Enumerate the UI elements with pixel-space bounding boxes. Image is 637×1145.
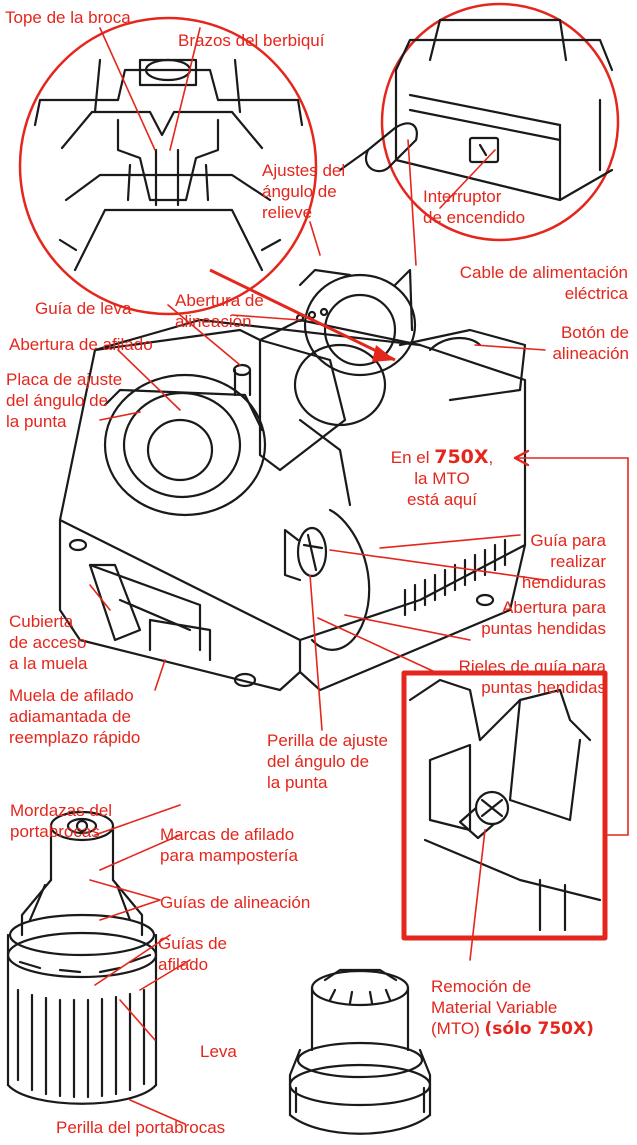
label-sharpening-guides: Guías de afilado [158,934,227,974]
label-power-cord: Cable de alimentación eléctrica [459,263,628,303]
label-chuck-jaws-bottom: Mordazas del portabrocas [10,801,113,841]
label-point-angle-plate: Placa de ajuste del ángulo de la punta [6,370,123,431]
label-wheel-access-cover: Cubierta de acceso a la muela [9,612,88,673]
label-alignment-guides: Guías de alineación [160,893,311,912]
label-relief-angle-settings: Ajustes del ángulo de relieve [262,161,346,222]
label-sharpening-port: Abertura de afilado [9,335,153,354]
chuck-closeup-inset [18,16,318,316]
label-cam-guide: Guía de leva [35,299,132,318]
label-point-angle-knob: Perilla de ajuste del ángulo de la punta [267,731,388,792]
chuck-cap [288,968,432,1135]
label-masonry-marks: Marcas de afilado para mampostería [160,825,298,865]
label-alignment-aperture: Abertura de alineación [175,291,264,331]
label-split-point-rails: Rieles de guía para puntas hendidas [458,657,606,697]
label-alignment-button: Botón de alineación [552,323,629,363]
label-chuck-jaws: Brazos del berbiquí [178,31,325,50]
main-sharpener-body [58,268,527,692]
chuck-assembly [6,810,158,1105]
inset-pointer-arrow [209,268,396,362]
label-power-switch: Interruptor de encendido [423,187,526,227]
label-split-point-opening: Abertura para puntas hendidas [481,598,606,638]
label-diamond-wheel: Muela de afilado adiamantada de reemplaz… [9,686,141,747]
mto-inset [401,670,608,941]
label-drill-stop: Tope de la broca [5,8,131,27]
label-chuck-knob: Perilla del portabrocas [56,1118,226,1137]
label-mto: Remoción de Material Variable (MTO) (sól… [431,977,594,1039]
label-cam: Leva [200,1042,237,1061]
label-mto-location: En el 750X, la MTO está aquí [390,446,494,510]
label-split-groove-guide: Guía para realizar hendiduras [521,531,606,592]
